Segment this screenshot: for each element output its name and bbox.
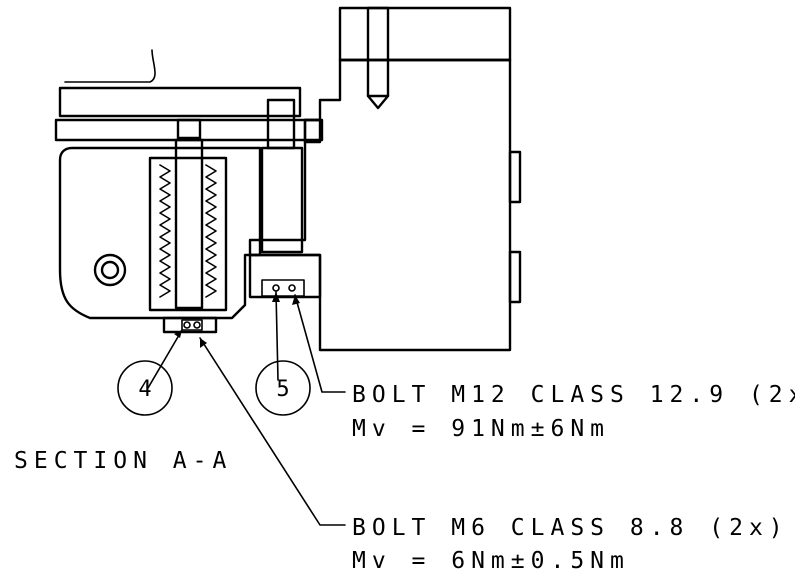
upper-plate <box>58 86 302 118</box>
callout-m12-line1: BOLT M12 CLASS 12.9 (2x) <box>352 382 795 408</box>
callout-m12-line2: Mv = 91Nm±6Nm <box>352 416 610 442</box>
plunger <box>174 138 204 310</box>
callout-m6-line2: Mv = 6Nm±0.5Nm <box>352 548 630 574</box>
cable-line <box>64 49 156 83</box>
leader-lines <box>147 291 346 526</box>
balloon-4: 4 <box>117 360 173 416</box>
spring-left <box>159 164 171 298</box>
main-housing <box>248 6 522 352</box>
callout-m6-line1: BOLT M6 CLASS 8.8 (2x) <box>352 515 789 541</box>
balloon-4-number: 4 <box>138 377 151 402</box>
bolt-m6-head <box>162 316 218 334</box>
bracket <box>303 118 322 144</box>
balloon-5: 5 <box>255 360 311 416</box>
balloon-5-number: 5 <box>276 377 289 402</box>
top-block <box>338 6 512 62</box>
spring-right <box>205 164 217 298</box>
left-body <box>58 146 262 320</box>
section-label: SECTION A-A <box>14 448 232 474</box>
middle-plate <box>54 118 324 142</box>
bolt-m12 <box>248 98 322 299</box>
